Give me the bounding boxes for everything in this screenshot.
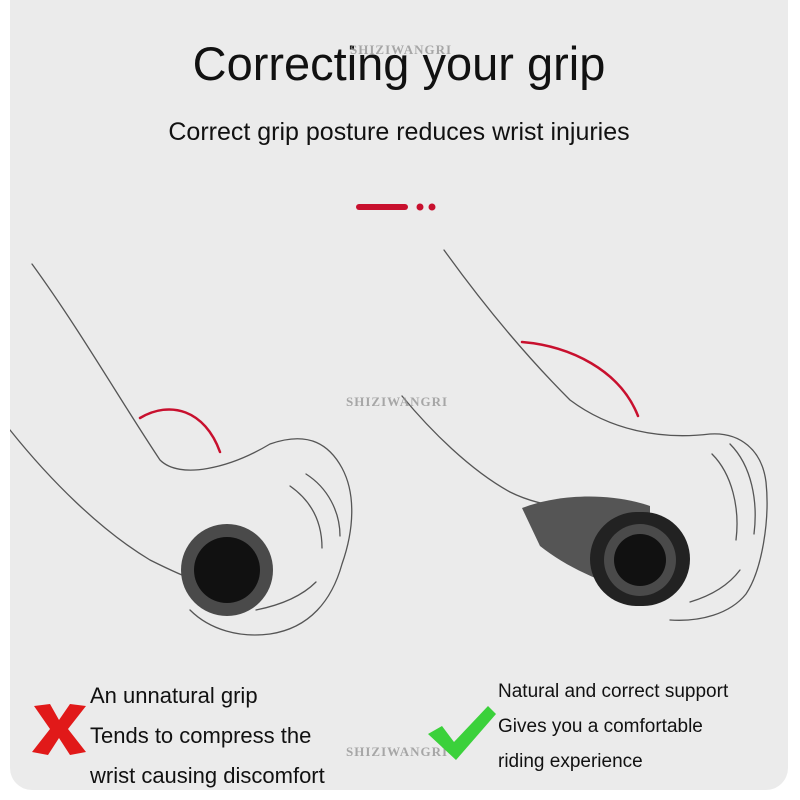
bad-grip-line-1: An unnatural grip xyxy=(90,683,258,708)
good-wrist-arc-mark xyxy=(520,340,640,418)
good-grip-line-3: riding experience xyxy=(498,751,643,772)
watermark-top: SHIZIWANGRI xyxy=(350,42,453,57)
page-title: Correcting your grip xyxy=(192,37,606,90)
bad-grip-hand xyxy=(10,263,353,636)
good-grip-line-2: Gives you a comfortable xyxy=(498,716,703,737)
watermark-middle: SHIZIWANGRI xyxy=(346,394,449,409)
grip-illustration xyxy=(10,249,768,636)
good-grip-line-1: Natural and correct support xyxy=(498,681,729,702)
cross-icon xyxy=(32,704,86,755)
bad-grip-line-2: Tends to compress the xyxy=(90,723,312,748)
good-grip-description: Natural and correct support Gives you a … xyxy=(498,674,728,779)
bad-wrist-strain-mark xyxy=(138,408,222,454)
watermark-bottom: SHIZIWANGRI xyxy=(346,744,449,759)
infographic-card: Correcting your grip Correct grip postur… xyxy=(10,0,788,790)
section-divider xyxy=(356,203,436,211)
bad-grip-description: An unnatural grip Tends to compress the … xyxy=(90,676,325,790)
bad-grip-line-3: wrist causing discomfort xyxy=(90,763,325,788)
good-grip-handlebar xyxy=(522,496,690,606)
page-subtitle: Correct grip posture reduces wrist injur… xyxy=(168,118,630,146)
bad-grip-handlebar xyxy=(181,524,273,616)
check-icon xyxy=(428,706,496,760)
